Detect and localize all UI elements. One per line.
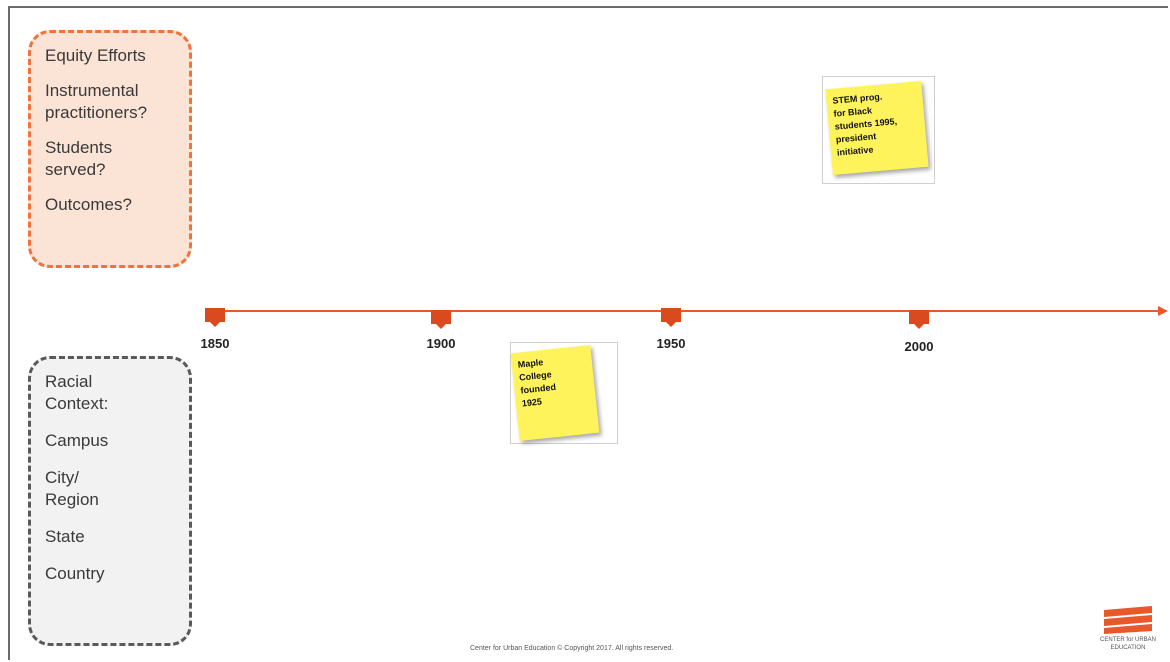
racial-item-4: State xyxy=(45,527,85,546)
stem-note-frame: STEM prog. for Black students 1995, pres… xyxy=(822,76,935,184)
year-marker-1950 xyxy=(661,308,681,327)
equity-item-1: Equity Efforts xyxy=(45,46,146,65)
maple-note-frame: Maple College founded 1925 xyxy=(510,342,618,444)
cue-logo: CENTER for URBAN EDUCATION xyxy=(1098,604,1158,656)
equity-efforts-box: Equity Efforts Instrumental practitioner… xyxy=(28,30,192,268)
year-label-2000: 2000 xyxy=(904,339,934,354)
timeline-arrowhead xyxy=(1158,306,1168,316)
year-marker-1900 xyxy=(431,310,451,329)
racial-item-2: Campus xyxy=(45,431,109,450)
year-label-1850: 1850 xyxy=(200,336,230,351)
year-label-1900: 1900 xyxy=(426,336,456,351)
year-marker-2000 xyxy=(909,310,929,329)
year-label-1950: 1950 xyxy=(656,336,686,351)
racial-item-1: Racial Context: xyxy=(45,372,109,413)
equity-item-2: Instrumental practitioners? xyxy=(45,81,148,122)
copyright-footer: Center for Urban Education © Copyright 2… xyxy=(470,645,674,652)
logo-text: CENTER for URBAN EDUCATION xyxy=(1099,637,1156,651)
timeline xyxy=(205,306,1168,329)
racial-context-box: Racial Context: Campus City/ Region Stat… xyxy=(28,356,192,646)
slide: Equity Efforts Instrumental practitioner… xyxy=(8,6,1168,660)
racial-item-3: City/ Region xyxy=(45,468,99,509)
logo-mark-icon xyxy=(1104,606,1152,634)
equity-item-4: Outcomes? xyxy=(45,195,132,214)
year-marker-1850 xyxy=(205,308,225,327)
maple-college-sticky-note: Maple College founded 1925 xyxy=(510,345,600,441)
racial-item-5: Country xyxy=(45,564,105,583)
stem-program-sticky-note: STEM prog. for Black students 1995, pres… xyxy=(825,80,929,176)
equity-item-3: Students served? xyxy=(45,138,113,179)
